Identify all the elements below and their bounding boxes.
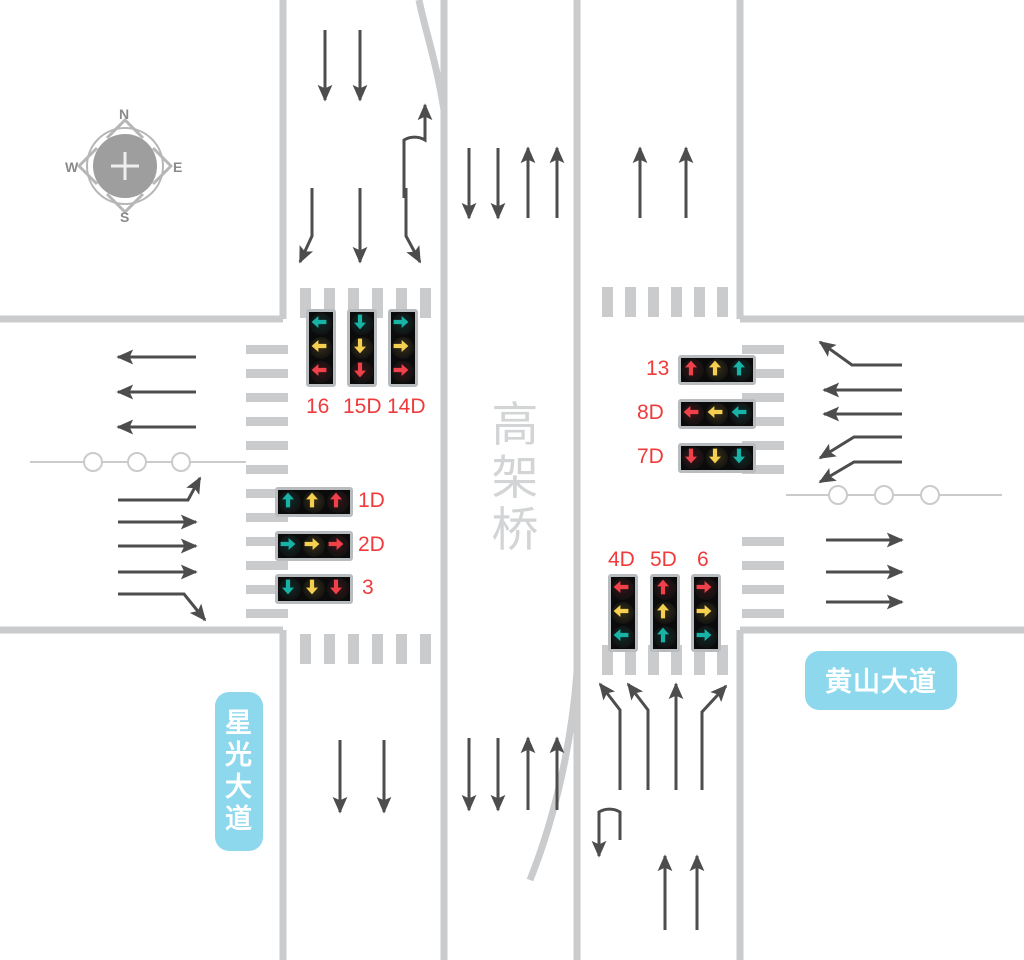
- lamp-green-left-icon: [730, 403, 752, 425]
- lamp-green-down-icon: [730, 447, 752, 469]
- signal-14D[interactable]: [388, 309, 418, 387]
- signal-8D[interactable]: [678, 399, 756, 429]
- signal-label-14D: 14D: [387, 395, 426, 418]
- lamp-red-right-icon: [327, 535, 349, 557]
- lamp-red-left-icon: [612, 578, 634, 600]
- median-west: [30, 452, 246, 472]
- signal-3[interactable]: [275, 574, 353, 604]
- signal-13[interactable]: [678, 355, 756, 385]
- lamp-yellow-left-icon: [310, 337, 332, 359]
- lamp-green-up-icon: [730, 359, 752, 381]
- signal-15D[interactable]: [347, 309, 377, 387]
- lamp-green-right-icon: [392, 313, 414, 335]
- signal-label-8D: 8D: [637, 401, 664, 424]
- lamp-red-up-icon: [327, 491, 349, 513]
- compass-rose: [77, 118, 173, 214]
- lamp-yellow-down-icon: [706, 447, 728, 469]
- signal-label-6: 6: [697, 548, 709, 571]
- lamp-green-right-icon: [279, 535, 301, 557]
- lamp-yellow-up-icon: [303, 491, 325, 513]
- crosswalk-east-north: [602, 287, 728, 317]
- compass-east-label: E: [173, 159, 183, 175]
- signal-label-13: 13: [646, 357, 670, 380]
- lane-arrows: [116, 30, 904, 930]
- signal-16[interactable]: [306, 309, 336, 387]
- lamp-yellow-up-icon: [706, 359, 728, 381]
- lamp-yellow-left-icon: [706, 403, 728, 425]
- lamp-red-down-icon: [351, 361, 373, 383]
- crosswalk-east-south: [602, 645, 728, 675]
- signal-label-4D: 4D: [608, 548, 635, 571]
- signal-label-3: 3: [362, 576, 374, 599]
- signal-label-1D: 1D: [358, 489, 385, 512]
- crosswalk-north: [300, 288, 431, 318]
- lamp-green-up-icon: [654, 626, 676, 648]
- compass-west-label: W: [65, 159, 79, 175]
- lamp-yellow-up-icon: [654, 602, 676, 624]
- signal-5D[interactable]: [650, 574, 680, 652]
- compass-north-label: N: [119, 106, 130, 122]
- crosswalk-west: [246, 345, 288, 618]
- lamp-green-right-icon: [695, 626, 717, 648]
- lamp-red-up-icon: [654, 578, 676, 600]
- signal-label-7D: 7D: [637, 445, 664, 468]
- lamp-green-down-icon: [351, 313, 373, 335]
- lamp-red-down-icon: [682, 447, 704, 469]
- signal-label-2D: 2D: [358, 533, 385, 556]
- lamp-green-left-icon: [612, 626, 634, 648]
- lamp-red-left-icon: [310, 361, 332, 383]
- lamp-red-right-icon: [695, 578, 717, 600]
- lamp-green-left-icon: [310, 313, 332, 335]
- lamp-yellow-down-icon: [351, 337, 373, 359]
- lamp-red-right-icon: [392, 361, 414, 383]
- signal-6[interactable]: [691, 574, 721, 652]
- compass-south-label: S: [120, 209, 130, 225]
- signal-1D[interactable]: [275, 487, 353, 517]
- lamp-red-down-icon: [327, 578, 349, 600]
- street-label-xingguang: 星光大道: [215, 692, 263, 852]
- signal-7D[interactable]: [678, 443, 756, 473]
- signal-label-16: 16: [306, 395, 330, 418]
- crosswalk-south: [300, 634, 431, 664]
- median-east: [786, 485, 1002, 505]
- lamp-green-down-icon: [279, 578, 301, 600]
- lamp-yellow-right-icon: [695, 602, 717, 624]
- street-label-huangshan: 黄山大道: [805, 651, 957, 710]
- lamp-red-up-icon: [682, 359, 704, 381]
- lamp-yellow-left-icon: [612, 602, 634, 624]
- lamp-yellow-right-icon: [392, 337, 414, 359]
- signal-label-5D: 5D: [650, 548, 677, 571]
- lamp-red-left-icon: [682, 403, 704, 425]
- crosswalk-east-side: [742, 345, 784, 618]
- signal-4D[interactable]: [608, 574, 638, 652]
- overpass-label: 高架桥: [491, 398, 539, 559]
- signal-label-15D: 15D: [343, 395, 382, 418]
- signal-2D[interactable]: [275, 531, 353, 561]
- lamp-green-up-icon: [279, 491, 301, 513]
- lamp-yellow-right-icon: [303, 535, 325, 557]
- lamp-yellow-down-icon: [303, 578, 325, 600]
